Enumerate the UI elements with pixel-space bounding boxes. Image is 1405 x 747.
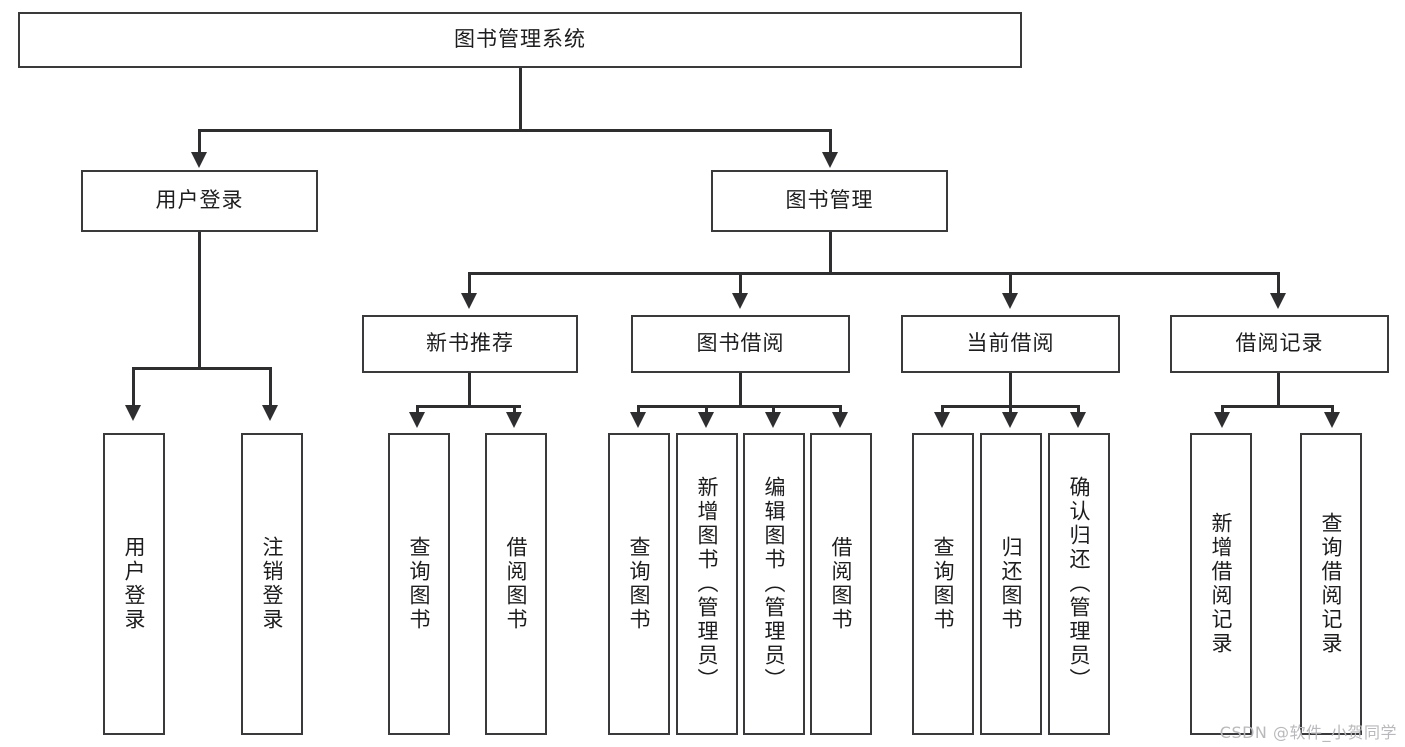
node-label: 新书推荐 (426, 331, 514, 356)
leaf-user-login[interactable]: 用户登录 (103, 433, 165, 735)
leaf-query-borrow-record[interactable]: 查询借阅记录 (1300, 433, 1362, 735)
arrow-to-user-login (191, 152, 207, 168)
edge-current-borrow-to-leaf-2 (1009, 405, 1012, 417)
edge-book-borrow-to-leaf-4 (839, 405, 842, 417)
leaf-add-borrow-record[interactable]: 新增借阅记录 (1190, 433, 1252, 735)
leaf-query-books-new[interactable]: 查询图书 (388, 433, 450, 735)
node-label: 注销登录 (260, 536, 285, 632)
arrow-to-leaf-logout (262, 405, 278, 421)
arrow-to-leaf-query-books-2 (630, 412, 646, 428)
edge-borrow-records-bus (1221, 405, 1334, 408)
node-label: 借阅图书 (829, 536, 854, 632)
edge-new-books-to-leaf-1 (416, 405, 419, 417)
arrow-to-leaf-user-login (125, 405, 141, 421)
node-label: 借阅记录 (1235, 331, 1324, 356)
leaf-borrow-books-borrow[interactable]: 借阅图书 (810, 433, 872, 735)
node-book-management[interactable]: 图书管理 (711, 170, 948, 232)
arrow-to-leaf-query-record (1324, 412, 1340, 428)
node-label: 确认归还（管理员） (1067, 476, 1092, 692)
node-label: 借阅图书 (504, 536, 529, 632)
edge-current-borrow-stem (1009, 373, 1012, 407)
arrow-to-leaf-query-books-3 (934, 412, 950, 428)
node-root-system[interactable]: 图书管理系统 (18, 12, 1022, 68)
edge-borrow-records-to-leaf-1 (1221, 405, 1224, 417)
edge-root-to-book-mgmt (829, 129, 832, 155)
leaf-confirm-return-admin[interactable]: 确认归还（管理员） (1048, 433, 1110, 735)
node-label: 新增借阅记录 (1209, 512, 1234, 656)
edge-book-mgmt-to-records (1277, 272, 1280, 296)
node-user-login[interactable]: 用户登录 (81, 170, 318, 232)
leaf-edit-book-admin[interactable]: 编辑图书（管理员） (743, 433, 805, 735)
arrow-to-borrow-records (1270, 293, 1286, 309)
arrow-to-leaf-return-book (1002, 412, 1018, 428)
edge-book-mgmt-to-current (1009, 272, 1012, 296)
edge-user-login-to-leaf-2 (269, 367, 272, 408)
leaf-borrow-books-new[interactable]: 借阅图书 (485, 433, 547, 735)
arrow-to-leaf-add-record (1214, 412, 1230, 428)
edge-root-bus (198, 129, 832, 132)
edge-current-borrow-to-leaf-1 (941, 405, 944, 417)
leaf-query-books-borrow[interactable]: 查询图书 (608, 433, 670, 735)
arrow-to-leaf-borrow-books-2 (832, 412, 848, 428)
edge-book-borrow-to-leaf-3 (772, 405, 775, 417)
arrow-to-leaf-edit-book (765, 412, 781, 428)
node-label: 图书借阅 (696, 331, 785, 356)
node-new-book-recommend[interactable]: 新书推荐 (362, 315, 578, 373)
edge-new-books-stem (468, 373, 471, 407)
edge-book-mgmt-bus (468, 272, 1280, 275)
arrow-to-new-books (461, 293, 477, 309)
arrow-to-leaf-query-books-1 (409, 412, 425, 428)
node-book-borrow[interactable]: 图书借阅 (631, 315, 850, 373)
edge-new-books-bus (416, 405, 521, 408)
node-label: 归还图书 (999, 536, 1024, 632)
arrow-to-leaf-confirm-return (1070, 412, 1086, 428)
edge-user-login-stem (198, 232, 201, 369)
arrow-to-leaf-add-book (698, 412, 714, 428)
edge-root-to-user-login (198, 129, 201, 155)
watermark: CSDN @软件_小贺同学 (1219, 723, 1397, 742)
edge-current-borrow-to-leaf-3 (1077, 405, 1080, 417)
node-label: 当前借阅 (966, 331, 1055, 356)
edge-user-login-to-leaf-1 (132, 367, 135, 408)
edge-book-mgmt-to-borrow (739, 272, 742, 296)
node-label: 查询图书 (931, 536, 956, 632)
arrow-to-leaf-borrow-books-1 (506, 412, 522, 428)
leaf-return-book[interactable]: 归还图书 (980, 433, 1042, 735)
edge-root-stem (519, 68, 522, 131)
edge-book-borrow-to-leaf-1 (637, 405, 640, 417)
node-current-borrow[interactable]: 当前借阅 (901, 315, 1120, 373)
edge-book-mgmt-to-new-books (468, 272, 471, 296)
edge-book-borrow-bus (637, 405, 842, 408)
edge-book-borrow-to-leaf-2 (705, 405, 708, 417)
arrow-to-book-mgmt (822, 152, 838, 168)
node-label: 用户登录 (122, 536, 147, 632)
arrow-to-borrow (732, 293, 748, 309)
arrow-to-current-borrow (1002, 293, 1018, 309)
edge-book-mgmt-stem (829, 232, 832, 274)
edge-book-borrow-stem (739, 373, 742, 407)
node-label: 查询图书 (627, 536, 652, 632)
edge-borrow-records-stem (1277, 373, 1280, 407)
leaf-logout[interactable]: 注销登录 (241, 433, 303, 735)
node-label: 图书管理 (785, 188, 874, 213)
node-label: 新增图书（管理员） (695, 476, 720, 692)
edge-new-books-to-leaf-2 (513, 405, 516, 417)
node-label: 编辑图书（管理员） (762, 476, 787, 692)
edge-borrow-records-to-leaf-2 (1331, 405, 1334, 417)
leaf-query-books-current[interactable]: 查询图书 (912, 433, 974, 735)
edge-user-login-bus (132, 367, 271, 370)
node-label: 查询借阅记录 (1319, 512, 1344, 656)
node-label: 用户登录 (155, 188, 244, 213)
node-label: 查询图书 (407, 536, 432, 632)
node-borrow-records[interactable]: 借阅记录 (1170, 315, 1389, 373)
leaf-add-book-admin[interactable]: 新增图书（管理员） (676, 433, 738, 735)
node-label: 图书管理系统 (454, 27, 586, 52)
